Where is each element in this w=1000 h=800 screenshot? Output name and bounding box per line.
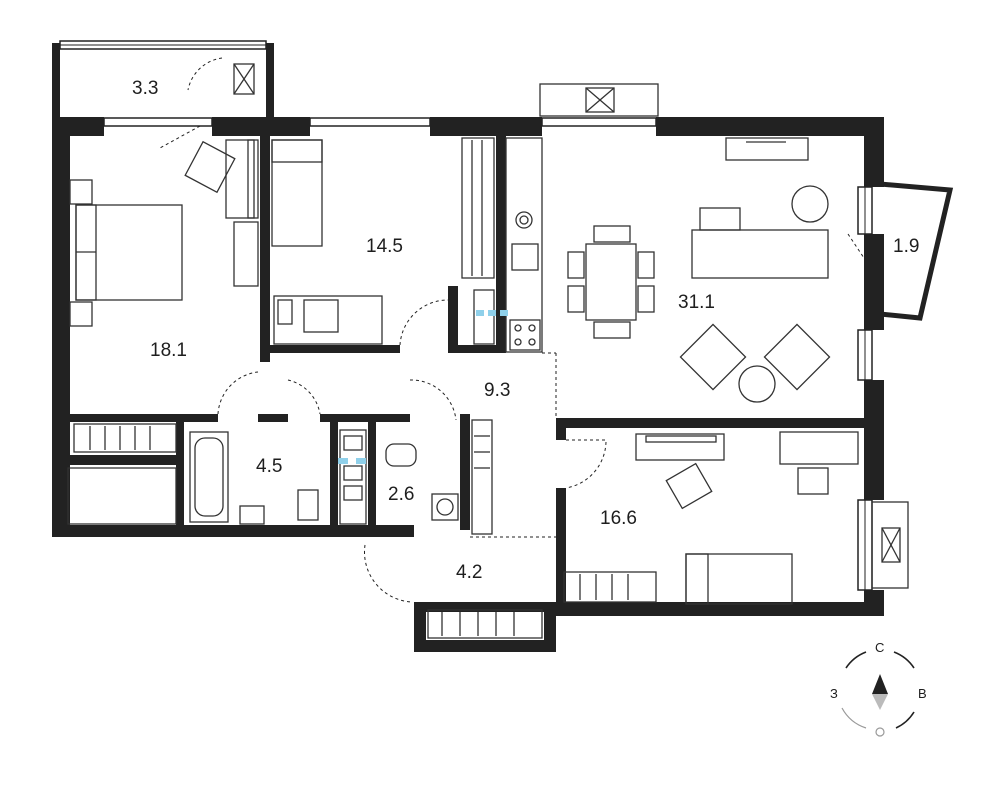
bedroom-small-furniture [563, 431, 909, 605]
room-area-balcony-top: 3.3 [132, 78, 158, 99]
doors [159, 125, 865, 603]
living-room-furniture [567, 137, 831, 403]
room-labels: 3.3 18.1 14.5 31.1 1.9 9.3 4.5 2.6 16.6 … [132, 78, 919, 583]
room-area-bedroom-large: 18.1 [150, 340, 187, 361]
ac-unit-top [539, 83, 659, 117]
compass-arrow-icon [872, 674, 888, 694]
storage-closet [67, 467, 177, 525]
room-area-hall: 9.3 [484, 380, 510, 401]
bedroom-middle-furniture [271, 139, 383, 345]
room-area-balcony-right: 1.9 [893, 236, 919, 257]
windows [103, 117, 873, 591]
compass-east-label: В [918, 686, 927, 701]
room-area-bedroom-small: 16.6 [600, 508, 637, 529]
entrance-furniture [427, 419, 543, 639]
kitchen-furniture [461, 137, 543, 353]
compass-north-label: С [875, 640, 884, 655]
bedroom-large-furniture [69, 139, 259, 453]
room-area-bathroom: 4.5 [256, 456, 282, 477]
balcony-top [52, 40, 274, 125]
compass-west-label: З [830, 686, 838, 701]
compass: С З В [830, 640, 927, 737]
room-area-entrance: 4.2 [456, 562, 482, 583]
room-area-wc: 2.6 [388, 484, 414, 505]
room-area-bedroom-middle: 14.5 [366, 236, 403, 257]
balcony-right [879, 181, 954, 321]
room-area-living-kitchen: 31.1 [678, 292, 715, 313]
outer-walls [52, 117, 884, 652]
sun-icon [875, 727, 885, 737]
interior-walls [60, 126, 864, 612]
bathroom-furniture [189, 429, 459, 525]
